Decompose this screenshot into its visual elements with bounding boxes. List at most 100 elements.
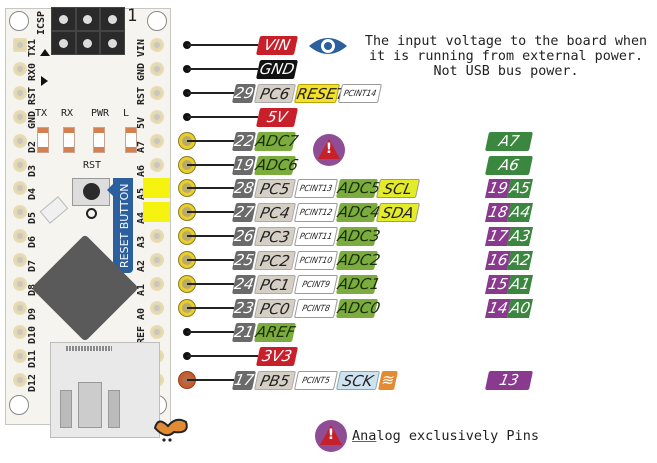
- silk-label-d9: D9: [27, 307, 38, 320]
- mount-hole: [147, 11, 167, 31]
- pin-label-pcint: PCINT9: [293, 275, 339, 294]
- a5-highlight: [143, 178, 170, 198]
- pin-label-pcint: PCINT11: [293, 227, 339, 247]
- silk-label-vin: VIN: [136, 38, 147, 57]
- icsp-pin1-label: 1: [127, 6, 138, 26]
- pin-label-num: 24: [231, 275, 257, 294]
- arduino-pin-label-green: A2: [506, 251, 534, 271]
- arduino-pin-text: 17: [486, 227, 510, 246]
- arduino-pin-text: A4: [508, 203, 532, 222]
- vin-description-line: Not USB bus power.: [433, 64, 579, 79]
- pin-label-text: 5V: [265, 107, 289, 126]
- pin-label-text: PCINT10: [298, 256, 334, 267]
- pin-pad: [13, 133, 27, 148]
- pin-label-pcint: PCINT8: [293, 298, 339, 318]
- usb-shell-center: [78, 382, 102, 428]
- led-tx: [37, 127, 49, 153]
- pin-label-text: ADC2: [336, 251, 382, 270]
- arduino-pin-label: 13: [484, 370, 534, 390]
- icsp-label: ICSP: [36, 10, 47, 35]
- pin-label-num: 29: [231, 83, 257, 103]
- pin-label-text: SDA: [380, 204, 416, 223]
- pin-label-text: PCINT13: [298, 184, 334, 195]
- pin-label-port: PB5: [253, 370, 297, 390]
- pin-label-text: 28: [232, 179, 256, 198]
- pin-label-red: 5V: [255, 107, 299, 127]
- arduino-pin-text: A6: [497, 155, 521, 174]
- pin-label-text: PCINT5: [301, 375, 331, 386]
- pin-label-adc: ADC5: [335, 179, 382, 199]
- pin-label-adc: ADC6: [253, 155, 300, 175]
- pin-label-num: 19: [231, 155, 257, 175]
- pin-label-text: ≋: [379, 370, 397, 389]
- pin-label-text: SCL: [381, 180, 414, 199]
- pin-pad: [150, 253, 164, 268]
- reset-button-callout-label: RESET BUTTON: [118, 183, 131, 268]
- pin-label-adc: ADC3: [335, 227, 382, 247]
- led-label-pwr: PWR: [91, 108, 110, 119]
- pin-wire: [187, 139, 234, 142]
- silk-label-tx1: TX1: [27, 38, 38, 57]
- pin-pad: [150, 324, 164, 339]
- arduino-pin-label: A7: [484, 131, 534, 151]
- legend-rest: log exclusively Pins: [376, 428, 539, 444]
- pin-pad: [13, 85, 27, 100]
- pin-wire: [187, 330, 234, 333]
- pin-pad: [13, 157, 27, 172]
- pin-label-red: 3V3: [255, 346, 299, 366]
- pin-wire: [187, 354, 258, 357]
- silk-label-d4: D4: [27, 188, 38, 201]
- vin-description-line: it is running from external power.: [368, 49, 644, 64]
- arduino-pin-label: A6: [484, 155, 534, 175]
- pin-label-text: ADC7: [254, 131, 300, 150]
- usb-shell-leg: [60, 390, 72, 428]
- pin-label-orange: ≋: [377, 370, 399, 390]
- arduino-pin-text: A3: [508, 227, 532, 246]
- arduino-pin-text: 19: [486, 179, 510, 198]
- pin-label-text: PC6: [258, 84, 292, 103]
- pin-label-adc: ADC1: [335, 275, 382, 294]
- pin-wire: [187, 283, 234, 285]
- pin-wire: [187, 235, 234, 238]
- rx-arrow-icon: [41, 76, 48, 86]
- silk-label-a6: A6: [136, 164, 147, 177]
- pin-pad: [150, 157, 164, 172]
- pin-wire: [187, 44, 258, 46]
- pin-label-num: 28: [231, 179, 257, 199]
- pin-label-text: GND: [257, 59, 297, 78]
- eye-icon: [309, 38, 347, 54]
- silk-label-d7: D7: [27, 260, 38, 273]
- pin-label-text: 27: [232, 203, 256, 222]
- silk-label-d5: D5: [27, 212, 38, 225]
- pin-wire: [187, 163, 234, 166]
- pin-label-text: PC5: [258, 180, 292, 199]
- pin-label-text: PCINT9: [301, 280, 331, 290]
- pin-pad: [150, 300, 164, 315]
- pin-pad: [13, 348, 27, 363]
- silk-label-d6: D6: [27, 236, 38, 249]
- pin-label-port: PC4: [253, 203, 297, 223]
- warning-icon: [313, 134, 345, 166]
- led-label-rx: RX: [61, 108, 74, 119]
- pin-pad: [150, 109, 164, 124]
- pin-pad: [13, 372, 27, 387]
- pin-label-num: 25: [231, 251, 257, 271]
- silk-label-d2: D2: [27, 140, 38, 153]
- mount-hole: [9, 11, 29, 31]
- mount-hole: [9, 395, 29, 415]
- pin-label-sda: SCL: [375, 179, 421, 199]
- pin-wire: [187, 306, 234, 309]
- pin-label-text: 25: [232, 251, 256, 270]
- pin-label-adc: AREF: [253, 322, 297, 342]
- pin-label-adc: ADC2: [335, 251, 382, 271]
- pin-label-text: ADC3: [336, 227, 382, 246]
- pin-label-num: 21: [231, 322, 257, 342]
- a4-highlight: [143, 202, 170, 222]
- pin-pad: [150, 277, 164, 291]
- pin-label-text: ADC1: [336, 275, 382, 293]
- pin-label-text: AREF: [254, 322, 297, 341]
- pin-pad: [150, 85, 164, 100]
- pin-label-text: 24: [232, 275, 256, 293]
- reset-button-cap[interactable]: [83, 183, 100, 200]
- board-marker-icon: [86, 208, 97, 219]
